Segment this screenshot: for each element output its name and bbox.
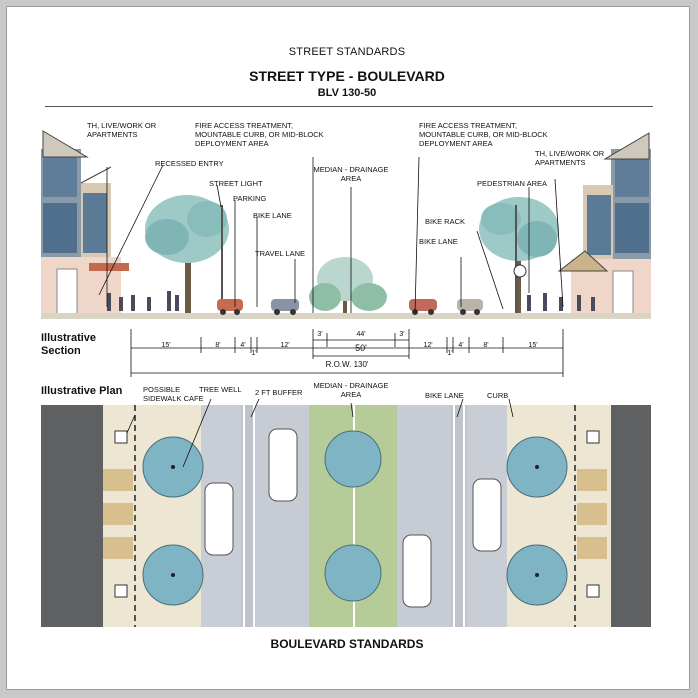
street-type-title: STREET TYPE - BOULEVARD [249,68,445,84]
label-travel-lane: TRAVEL LANE [255,249,306,258]
section-cars [217,299,483,315]
dim-median-total: 50' [355,343,367,353]
header-rule [45,106,653,107]
label-median-plan: MEDIAN - DRAINAGE AREA [313,381,389,399]
section-dimension-lines [130,329,564,377]
section-ground [41,313,651,319]
label-median-section: MEDIAN - DRAINAGE AREA [313,165,389,183]
street-illustration [41,119,651,627]
label-recessed-entry: RECESSED ENTRY [155,159,224,168]
label-pedestrian-area: PEDESTRIAN AREA [477,179,548,188]
dim-row: R.O.W. 130' [325,360,369,369]
dim-right-buffer: 1' [447,350,453,357]
dim-right-travel: 12' [423,342,433,349]
label-fire-access-right: FIRE ACCESS TREATMENT, MOUNTABLE CURB, O… [419,121,548,148]
label-bike-rack: BIKE RACK [425,217,466,226]
dim-median-edge-right: 3' [399,331,405,338]
label-bike-lane-left: BIKE LANE [253,211,292,220]
label-curb: CURB [487,391,509,400]
dim-left-buffer: 1' [251,350,257,357]
section-trees [145,195,559,313]
dim-right-bike: 4' [458,342,464,349]
label-tree-well: TREE WELL [199,385,242,394]
footer-title: BOULEVARD STANDARDS [270,637,424,651]
dim-left-walk: 15' [161,342,171,349]
dim-left-travel: 12' [280,342,290,349]
section-leaders [98,156,564,314]
dim-median-edge-left: 3' [317,331,323,338]
label-parking: PARKING [233,194,267,203]
label-th-left: TH, LIVE/WORK OR APARTMENTS [87,121,157,139]
label-th-right: TH, LIVE/WORK OR APARTMENTS [535,149,605,167]
dim-right-walk: 15' [528,342,538,349]
header-title: STREET STANDARDS [288,46,406,58]
label-2ft-buffer: 2 FT BUFFER [255,388,303,397]
label-bike-lane-plan: BIKE LANE [425,391,464,400]
dim-median-inner: 44' [356,331,366,338]
diagram-frame: STREET STANDARDS STREET TYPE - BOULEVARD… [6,6,690,690]
label-bike-lane-right: BIKE LANE [419,237,458,246]
plan-left-building [41,405,103,627]
plan-right-building [611,405,651,627]
dim-left-parking: 8' [215,342,221,349]
section-people [107,291,595,311]
label-sidewalk-cafe: POSSIBLE SIDEWALK CAFE [143,385,204,403]
label-street-light: STREET LIGHT [209,179,263,188]
dim-left-bike: 4' [240,342,246,349]
plan-view [41,398,651,627]
street-code: BLV 130-50 [317,87,377,99]
right-building [557,132,651,319]
plan-title: Illustrative Plan [41,385,123,397]
label-fire-access-left: FIRE ACCESS TREATMENT, MOUNTABLE CURB, O… [195,121,324,148]
section-title: Illustrative Section [41,332,97,357]
dim-right-parking: 8' [483,342,489,349]
